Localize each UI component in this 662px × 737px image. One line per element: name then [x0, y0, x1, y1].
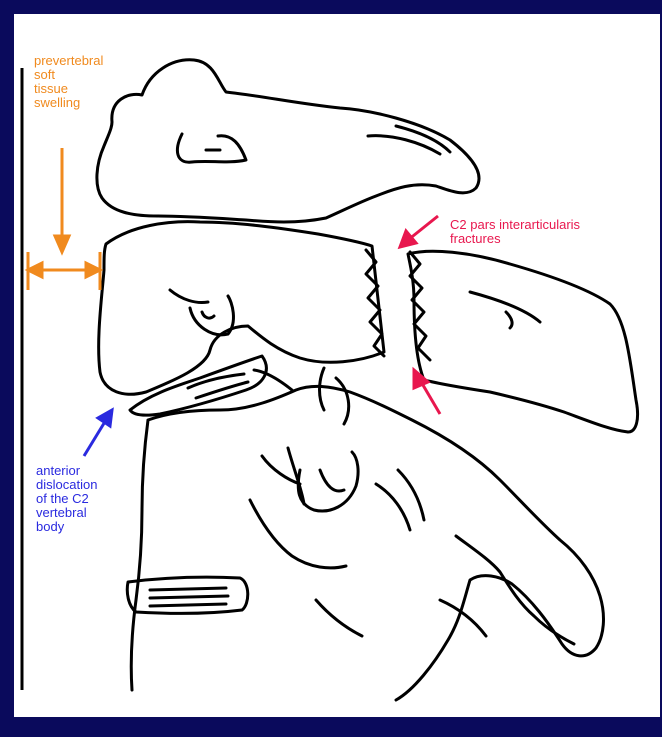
dislocation-label: anterior dislocation of the C2 vertebral… — [36, 464, 97, 534]
swelling-label: prevertebral soft tissue swelling — [34, 54, 103, 110]
c3-upper-curve — [254, 370, 292, 390]
fracture-label-line: fractures — [450, 232, 580, 246]
swelling-left-arrowhead — [28, 263, 42, 277]
dislocation-arrow — [84, 420, 106, 456]
dislocation-label-line: anterior — [36, 464, 97, 478]
swelling-label-line: tissue — [34, 82, 103, 96]
fracture-upper-arrow — [408, 216, 438, 240]
c1-vertebra — [97, 60, 479, 222]
c3-process-line — [376, 470, 424, 530]
c1-posterior-arch — [368, 126, 450, 154]
c3-articular-u — [298, 452, 358, 511]
swelling-label-line: swelling — [34, 96, 103, 110]
swelling-down-arrowhead — [55, 236, 69, 252]
c3-facet — [320, 470, 344, 491]
swelling-label-line: soft — [34, 68, 103, 82]
c3-inferior — [250, 500, 362, 636]
c3-spinous-process — [456, 536, 574, 644]
fracture-label: C2 pars interarticularis fractures — [450, 218, 580, 246]
c3-vertebra — [131, 386, 603, 700]
dislocation-label-line: of the C2 — [36, 492, 97, 506]
c2-inner-mark — [202, 312, 214, 318]
dislocation-label-line: dislocation — [36, 478, 97, 492]
c2-posterior-element — [408, 251, 638, 432]
dislocation-label-line: body — [36, 520, 97, 534]
c1-inner-ring — [177, 134, 246, 162]
c2-body — [99, 222, 384, 395]
c3-lamina — [320, 368, 349, 424]
dislocation-arrowhead — [98, 410, 112, 426]
c2-posterior-inner — [470, 292, 540, 328]
c3-c4-disc-lines — [150, 588, 228, 606]
fracture-label-line: C2 pars interarticularis — [450, 218, 580, 232]
fracture-upper-arrowhead — [400, 231, 416, 247]
swelling-right-arrowhead — [86, 263, 100, 277]
dislocation-label-line: vertebral — [36, 506, 97, 520]
c3-c4-disc — [127, 577, 247, 613]
swelling-label-line: prevertebral — [34, 54, 103, 68]
